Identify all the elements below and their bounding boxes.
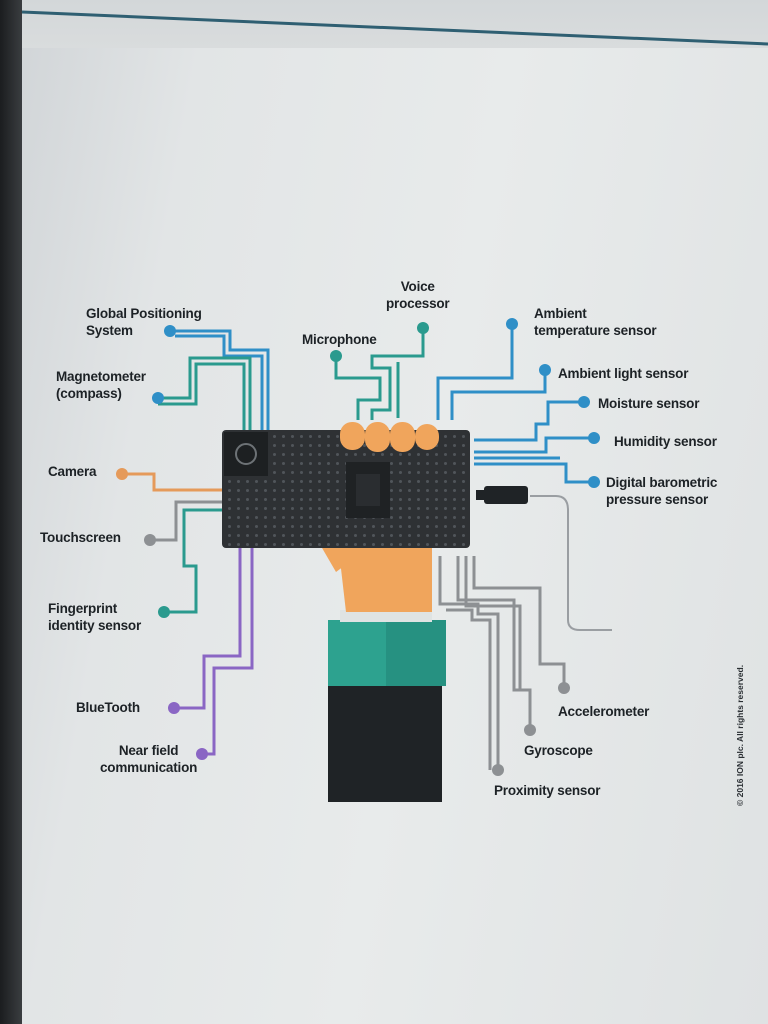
dot-moisture <box>578 396 590 408</box>
dot-ambient-light <box>539 364 551 376</box>
dot-barometric <box>588 476 600 488</box>
connector-moisture <box>474 402 584 440</box>
phone-camera-module <box>224 432 268 476</box>
dot-microphone <box>330 350 342 362</box>
label-barometric: Digital barometric pressure sensor <box>606 474 717 508</box>
finger-2 <box>365 422 390 452</box>
dot-nfc <box>196 748 208 760</box>
connector-nfc <box>202 546 252 754</box>
label-bluetooth: BlueTooth <box>76 699 140 716</box>
label-magnetometer: Magnetometer (compass) <box>56 368 146 402</box>
label-voice-processor: Voice processor <box>386 278 449 312</box>
connector-camera <box>122 474 222 490</box>
finger-4 <box>415 424 439 450</box>
dot-fingerprint <box>158 606 170 618</box>
dot-touchscreen <box>144 534 156 546</box>
connector-ambient-temp <box>438 324 512 420</box>
label-touchscreen: Touchscreen <box>40 529 121 546</box>
jacket-sleeve <box>328 680 442 802</box>
charger-cable <box>530 496 612 630</box>
label-gyroscope: Gyroscope <box>524 742 593 759</box>
dot-bluetooth <box>168 702 180 714</box>
connector-proximity-2 <box>446 610 490 770</box>
connector-bluetooth <box>174 546 240 708</box>
label-accelerometer: Accelerometer <box>558 703 649 720</box>
label-proximity: Proximity sensor <box>494 782 600 799</box>
dot-ambient-temp <box>506 318 518 330</box>
label-fingerprint: Fingerprint identity sensor <box>48 600 141 634</box>
label-camera: Camera <box>48 463 96 480</box>
dot-gyroscope <box>524 724 536 736</box>
connector-magnetometer <box>158 358 250 432</box>
finger-1 <box>340 422 365 450</box>
dot-proximity <box>492 764 504 776</box>
copyright-notice: © 2016 ION plc. All rights reserved. <box>735 665 745 806</box>
label-ambient-temperature: Ambient temperature sensor <box>534 305 656 339</box>
label-ambient-light: Ambient light sensor <box>558 365 688 382</box>
dot-accelerometer <box>558 682 570 694</box>
label-humidity: Humidity sensor <box>614 433 717 450</box>
label-gps: Global Positioning System <box>86 305 202 339</box>
header-rule-line <box>22 12 768 44</box>
label-nfc: Near field communication <box>100 742 197 776</box>
connector-barometric <box>474 464 594 482</box>
connector-touchscreen <box>150 502 222 540</box>
connector-gps <box>170 331 268 432</box>
dot-humidity <box>588 432 600 444</box>
cuff-shade <box>386 620 446 686</box>
label-moisture: Moisture sensor <box>598 395 699 412</box>
charger-plug <box>484 486 528 504</box>
dot-camera <box>116 468 128 480</box>
dot-voice <box>417 322 429 334</box>
connector-fingerprint <box>164 510 222 612</box>
fingerprint-pad-inner <box>356 474 380 506</box>
charger-plug-tip <box>476 490 486 500</box>
finger-3 <box>390 422 415 452</box>
label-microphone: Microphone <box>302 331 377 348</box>
dot-magnetometer <box>152 392 164 404</box>
